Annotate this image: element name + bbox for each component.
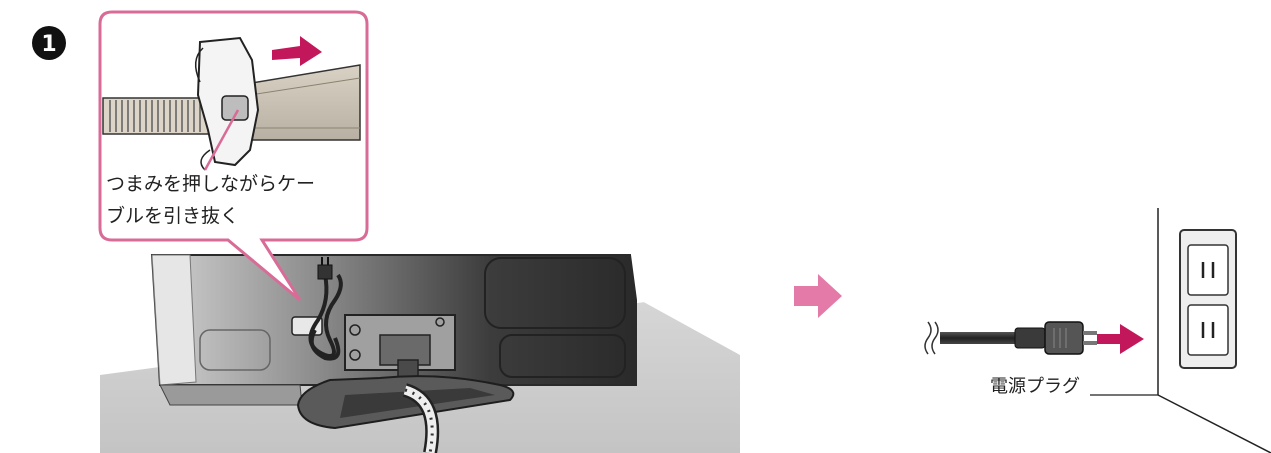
step-number-text: 1 bbox=[41, 32, 56, 57]
tv-rear-recess bbox=[484, 257, 626, 329]
power-plug-icon bbox=[924, 321, 1144, 355]
callout-line-1: つまみを押しながらケー bbox=[106, 173, 316, 195]
tv-scene bbox=[100, 254, 740, 453]
pull-arrow-icon bbox=[272, 36, 322, 66]
plug-body bbox=[1044, 321, 1084, 355]
power-cord bbox=[940, 332, 1020, 344]
coiled-cord bbox=[308, 273, 343, 358]
callout-instruction: つまみを押しながらケー ブルを引き抜く bbox=[106, 168, 354, 232]
next-step-arrow-icon bbox=[794, 274, 842, 318]
release-tab bbox=[221, 95, 249, 121]
wall-outlet-scene bbox=[1090, 208, 1271, 453]
cord-break-mark bbox=[924, 321, 932, 355]
callout-line-2: ブルを引き抜く bbox=[106, 205, 240, 227]
step-number-badge: 1 bbox=[32, 26, 66, 60]
callout-bubble bbox=[98, 10, 369, 302]
step-badge-icon bbox=[32, 26, 66, 60]
callout-leader-line bbox=[203, 109, 240, 171]
insert-arrow-icon bbox=[1097, 324, 1144, 354]
plug-label: 電源プラグ bbox=[990, 376, 1080, 397]
